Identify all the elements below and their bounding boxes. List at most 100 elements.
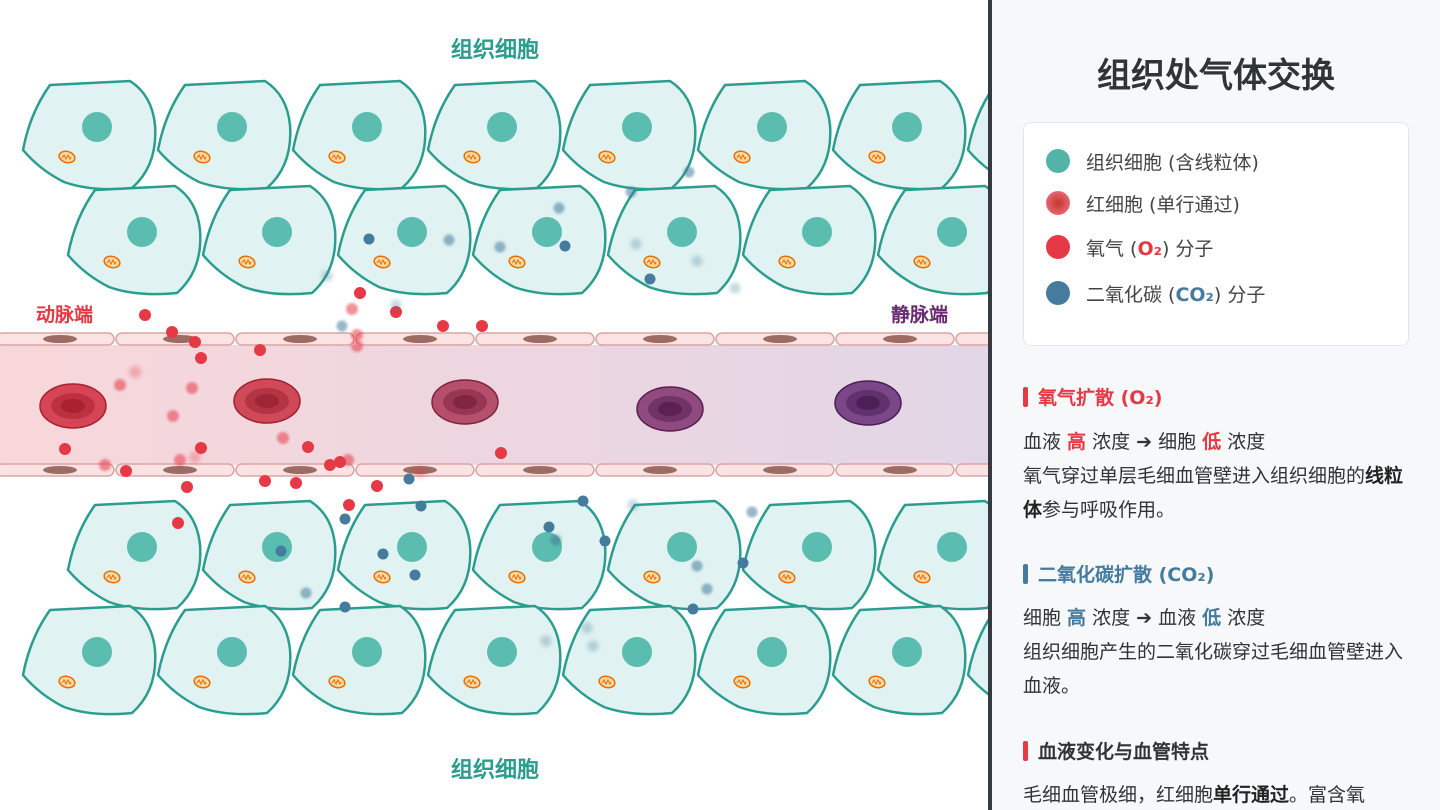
red-blood-cell bbox=[636, 386, 704, 432]
co2-molecule bbox=[403, 473, 415, 485]
tissue-cell bbox=[201, 499, 337, 611]
oxygen-molecule bbox=[351, 340, 363, 352]
oxygen-molecule bbox=[174, 454, 186, 466]
nucleus bbox=[667, 217, 697, 247]
endothelial-cell bbox=[955, 463, 990, 477]
oxygen-molecule bbox=[195, 352, 207, 364]
section-marker bbox=[1023, 563, 1028, 584]
oxygen-molecule-icon bbox=[1046, 235, 1070, 259]
tissue-cell bbox=[336, 184, 472, 296]
co2-molecule bbox=[599, 535, 611, 547]
nucleus bbox=[802, 217, 832, 247]
tissue-cell bbox=[21, 604, 157, 716]
mitochondria-crista bbox=[331, 153, 342, 161]
co2-molecule-icon bbox=[1046, 281, 1070, 305]
tissue-cell bbox=[561, 79, 697, 191]
oxygen-molecule bbox=[476, 320, 488, 332]
nucleus bbox=[127, 532, 157, 562]
mitochondria-crista bbox=[871, 153, 882, 161]
endothelial-nucleus bbox=[163, 466, 197, 474]
co2-molecule bbox=[409, 569, 421, 581]
mitochondria-crista bbox=[61, 678, 72, 686]
co2-molecule bbox=[737, 557, 749, 569]
nucleus bbox=[622, 637, 652, 667]
nucleus bbox=[667, 532, 697, 562]
mitochondria-crista bbox=[736, 678, 747, 686]
tissue-cell bbox=[606, 184, 742, 296]
co2-molecule bbox=[553, 202, 565, 214]
oxygen-molecule bbox=[189, 336, 201, 348]
nucleus bbox=[397, 217, 427, 247]
co2-molecule bbox=[729, 282, 741, 294]
red-blood-cell bbox=[431, 379, 499, 425]
tissue-cell bbox=[966, 615, 990, 697]
oxygen-molecule bbox=[189, 451, 201, 463]
cell-membrane bbox=[876, 184, 990, 296]
red-blood-cell-icon bbox=[1046, 191, 1070, 215]
nucleus bbox=[532, 217, 562, 247]
tissue-cell bbox=[831, 604, 967, 716]
nucleus bbox=[802, 532, 832, 562]
cell-membrane bbox=[966, 90, 990, 172]
oxygen-molecule bbox=[99, 459, 111, 471]
co2-molecule bbox=[687, 603, 699, 615]
mitochondria-crista bbox=[106, 573, 117, 581]
oxygen-molecule bbox=[114, 379, 126, 391]
co2-molecule bbox=[701, 583, 713, 595]
oxygen-molecule bbox=[351, 329, 363, 341]
co2-molecule bbox=[627, 499, 639, 511]
co2-molecule bbox=[625, 186, 637, 198]
tissue-cell bbox=[201, 184, 337, 296]
red-blood-cell bbox=[834, 380, 902, 426]
endothelial-nucleus bbox=[643, 466, 677, 474]
tissue-cells bbox=[21, 79, 990, 716]
top-tissue-label: 组织细胞 bbox=[450, 38, 539, 63]
mitochondria-crista bbox=[196, 153, 207, 161]
oxygen-molecule bbox=[437, 320, 449, 332]
mitochondria-crista bbox=[871, 678, 882, 686]
oxygen-molecule bbox=[254, 344, 266, 356]
co2-molecule bbox=[390, 299, 402, 311]
rbc-center bbox=[856, 396, 880, 410]
co2-molecule bbox=[275, 545, 287, 557]
nucleus bbox=[622, 112, 652, 142]
nucleus bbox=[127, 217, 157, 247]
legend-label: 红细胞 (单行通过) bbox=[1086, 193, 1240, 216]
oxygen-molecule bbox=[195, 442, 207, 454]
mitochondria-crista bbox=[781, 258, 792, 266]
rbc-center bbox=[453, 395, 477, 409]
oxygen-molecule bbox=[167, 410, 179, 422]
nucleus bbox=[937, 217, 967, 247]
endothelial-nucleus bbox=[43, 466, 77, 474]
mitochondria-crista bbox=[916, 573, 927, 581]
co2-molecule bbox=[321, 270, 333, 282]
oxygen-molecule bbox=[139, 309, 151, 321]
co2-description: 组织细胞产生的二氧化碳穿过毛细血管壁进入血液。 bbox=[1023, 641, 1404, 697]
co2-molecule bbox=[559, 240, 571, 252]
tissue-cell bbox=[561, 604, 697, 716]
mitochondria-crista bbox=[646, 258, 657, 266]
oxygen-molecule bbox=[324, 459, 336, 471]
rbc-center bbox=[658, 402, 682, 416]
oxygen-molecule bbox=[346, 303, 358, 315]
oxygen-gradient-line: 血液 高 浓度 ➔ 细胞 低 浓度 bbox=[1023, 431, 1266, 453]
nucleus bbox=[937, 532, 967, 562]
nucleus bbox=[487, 637, 517, 667]
nucleus bbox=[757, 112, 787, 142]
section-marker bbox=[1023, 740, 1028, 761]
tissue-cell bbox=[831, 79, 967, 191]
endothelial-nucleus bbox=[523, 335, 557, 343]
legend-item-oxygen: 氧气 (O₂) 分子 bbox=[1046, 233, 1213, 261]
co2-molecule bbox=[543, 521, 555, 533]
mitochondria-crista bbox=[916, 258, 927, 266]
legend-label: 组织细胞 (含线粒体) bbox=[1086, 151, 1259, 174]
legend-item-tissue-cell: 组织细胞 (含线粒体) bbox=[1046, 147, 1259, 175]
tissue-cell bbox=[66, 499, 202, 611]
co2-molecule bbox=[336, 320, 348, 332]
tissue-cell bbox=[741, 499, 877, 611]
nucleus bbox=[487, 112, 517, 142]
mitochondria-crista bbox=[241, 573, 252, 581]
endothelial-nucleus bbox=[523, 466, 557, 474]
tissue-cell bbox=[471, 184, 607, 296]
info-panel: 组织处气体交换 组织细胞 (含线粒体) 红细胞 (单行通过) 氧气 (O₂) 分… bbox=[992, 0, 1440, 810]
